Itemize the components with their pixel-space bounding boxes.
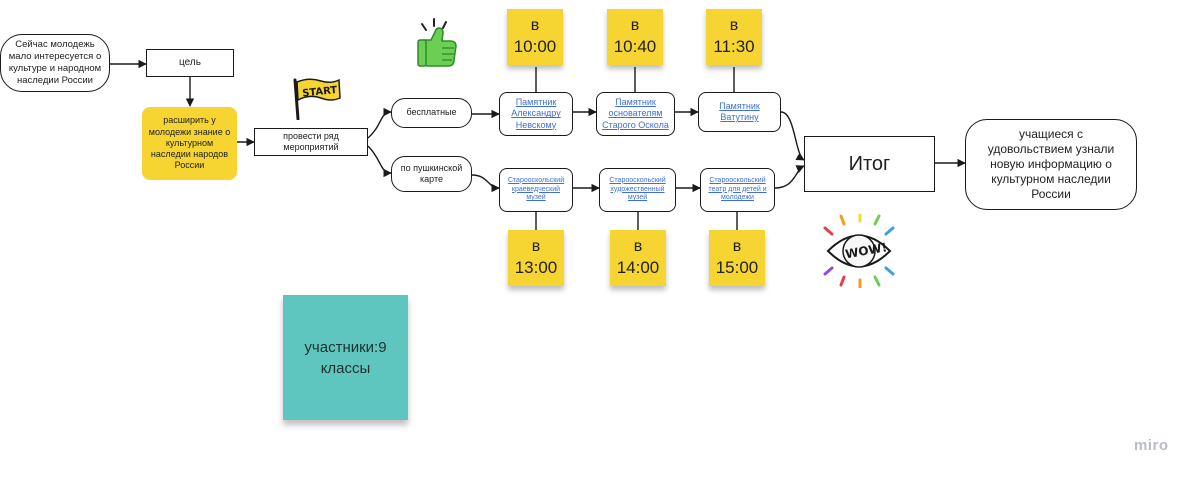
time-sticky-4[interactable]: в 13:00 [508,230,564,286]
place-art-museum-node[interactable]: Старооскольский художественный музей [599,168,676,212]
result-node[interactable]: Итог [804,136,935,192]
place-nevsky-node[interactable]: Памятник Александру Невскому [499,92,573,136]
participants-text: участники:9 классы [304,338,387,377]
place-nevsky-link[interactable]: Памятник Александру Невскому [511,97,561,130]
time-sticky-6[interactable]: в 15:00 [709,230,765,286]
time-prefix: в [633,238,643,256]
time-value: 10:00 [513,37,557,57]
goal-text: цель [179,56,201,68]
place-vatutin-link[interactable]: Памятник Ватутину [719,100,760,122]
time-prefix: в [729,17,739,35]
result-title: Итог [848,152,891,175]
goal-node[interactable]: цель [146,49,234,77]
time-prefix: в [531,238,541,256]
time-value: 11:30 [713,37,755,57]
place-founders-link[interactable]: Памятник основателям Старого Оскола [602,97,669,130]
time-sticky-3[interactable]: в 11:30 [706,9,762,65]
time-value: 15:00 [715,258,759,278]
start-flag-icon: START [293,78,341,120]
time-value: 14:00 [616,258,660,278]
branch-free-text: бесплатные [406,107,457,118]
place-art-museum-link[interactable]: Старооскольский художественный музей [609,176,666,202]
time-prefix: в [530,17,540,35]
place-founders-node[interactable]: Памятник основателям Старого Оскола [596,92,675,136]
time-prefix: в [630,17,640,35]
action-node[interactable]: провести ряд мероприятий [254,128,368,156]
place-vatutin-node[interactable]: Памятник Ватутину [698,92,781,132]
time-sticky-5[interactable]: в 14:00 [610,230,666,286]
branch-card-node[interactable]: по пушкинской карте [391,156,472,192]
result-description-node[interactable]: учащиеся с удовольствием узнали новую ин… [965,119,1137,210]
time-prefix: в [732,238,742,256]
start-text: START [302,85,338,100]
participants-sticky[interactable]: участники:9 классы [283,295,408,420]
place-local-museum-link[interactable]: Старооскольский краеведческий музей [507,176,565,202]
time-sticky-2[interactable]: в 10:40 [607,9,663,65]
time-value: 10:40 [613,37,657,57]
place-theatre-node[interactable]: Старооскольский театр для детей и молоде… [700,168,775,212]
action-text: провести ряд мероприятий [283,130,339,152]
goal-description-node[interactable]: расширить у молодежи знание о культурном… [142,107,237,180]
thumbs-up-icon [417,18,457,67]
goal-description-text: расширить у молодежи знание о культурном… [148,115,231,171]
problem-text: Сейчас молодежь мало интересуется о куль… [8,39,102,86]
time-value: 13:00 [514,258,558,278]
time-sticky-1[interactable]: в 10:00 [507,9,563,65]
miro-logo: miro [1134,437,1169,454]
branch-card-text: по пушкинской карте [400,162,463,184]
branch-free-node[interactable]: бесплатные [391,98,472,128]
result-description-text: учащиеся с удовольствием узнали новую ин… [987,127,1115,201]
wow-eye-icon: WOW! [823,214,895,288]
place-theatre-link[interactable]: Старооскольский театр для детей и молоде… [708,176,767,202]
problem-node[interactable]: Сейчас молодежь мало интересуется о куль… [0,34,110,92]
place-local-museum-node[interactable]: Старооскольский краеведческий музей [499,168,573,212]
